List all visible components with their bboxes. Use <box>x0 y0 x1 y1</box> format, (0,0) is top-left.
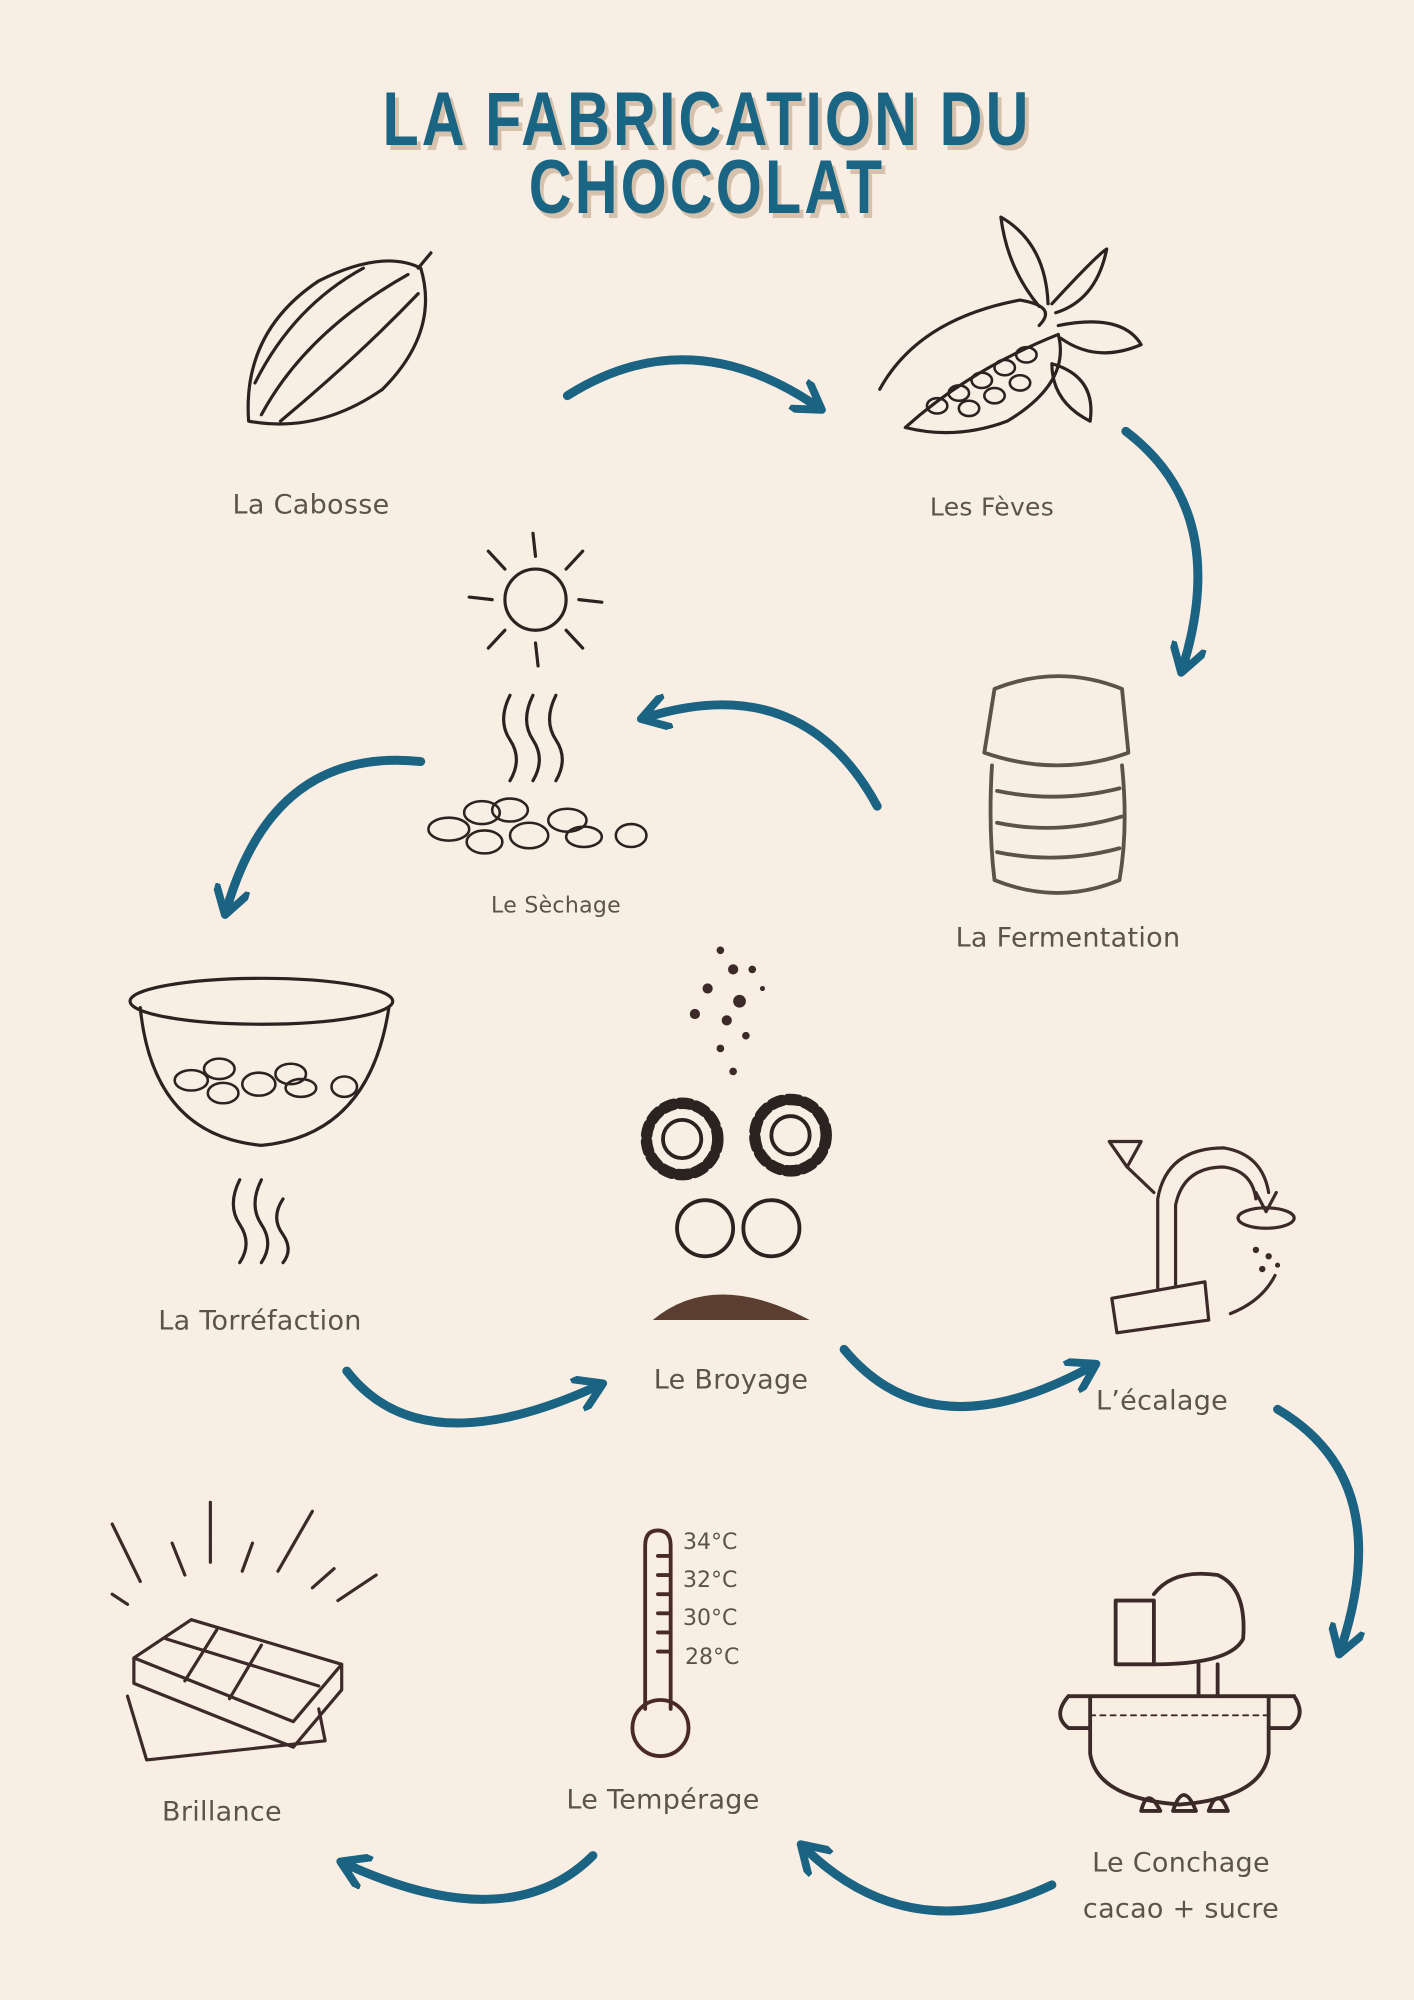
step-label-temperage: Le Tempérage <box>566 1784 760 1816</box>
arrow-cabosse-to-feves <box>562 355 816 406</box>
rollers-icon <box>675 1198 802 1259</box>
step-label-sechage: Le Sèchage <box>491 893 621 919</box>
arrow-sechage-to-torrefaction <box>227 755 426 908</box>
arrow-ecalage-to-conchage <box>1273 1404 1359 1647</box>
step-label-ecalage: L’écalage <box>1095 1385 1229 1417</box>
step-label-conchage: Le Conchage <box>1092 1847 1270 1879</box>
step-label-cabosse: La Cabosse <box>232 489 390 521</box>
conching-pot-icon <box>1058 1571 1302 1813</box>
drying-beans-icon <box>427 797 648 855</box>
step-sublabel-conchage: cacao + sucre <box>1082 1893 1280 1925</box>
thermometer-icon <box>630 1528 691 1759</box>
temperature-30: 30°C <box>683 1606 738 1631</box>
heat-steam-icon <box>231 1178 290 1265</box>
page-title-line2: CHOCOLAT <box>528 145 886 230</box>
temperature-32: 32°C <box>683 1568 738 1593</box>
step-label-torrefaction: La Torréfaction <box>158 1305 362 1337</box>
sun-icon <box>467 531 604 668</box>
steam-icon <box>502 693 564 783</box>
arrow-fermentation-to-sechage <box>648 705 882 811</box>
roasting-bowl-icon <box>128 976 395 1147</box>
arrow-temperage-to-brillance <box>347 1851 598 1904</box>
temperature-34: 34°C <box>683 1530 738 1555</box>
winnowing-machine-icon <box>1107 1139 1296 1335</box>
chocolate-bar-icon <box>110 1500 378 1762</box>
flow-arrows <box>227 355 1359 1916</box>
arrow-broyage-to-ecalage <box>839 1344 1090 1411</box>
cacao-beans-open-pod-icon <box>878 215 1143 435</box>
step-label-broyage: Le Broyage <box>653 1364 809 1396</box>
gears-icon <box>640 1093 832 1181</box>
cocoa-nibs-icon <box>689 946 766 1076</box>
temperature-28: 28°C <box>685 1645 740 1670</box>
step-label-brillance: Brillance <box>162 1796 282 1828</box>
arrow-conchage-to-temperage <box>806 1849 1057 1916</box>
cacao-pod-icon <box>246 251 433 426</box>
arrow-torrefaction-to-broyage <box>342 1366 597 1428</box>
arrow-feves-to-fermentation <box>1121 426 1198 666</box>
cocoa-powder-pile-icon <box>652 1294 810 1321</box>
step-label-fermentation: La Fermentation <box>955 922 1181 954</box>
fermentation-jar-icon <box>982 674 1131 895</box>
step-label-feves: Les Fèves <box>929 492 1055 522</box>
page-title-line1: LA FABRICATION DU <box>382 77 1032 162</box>
